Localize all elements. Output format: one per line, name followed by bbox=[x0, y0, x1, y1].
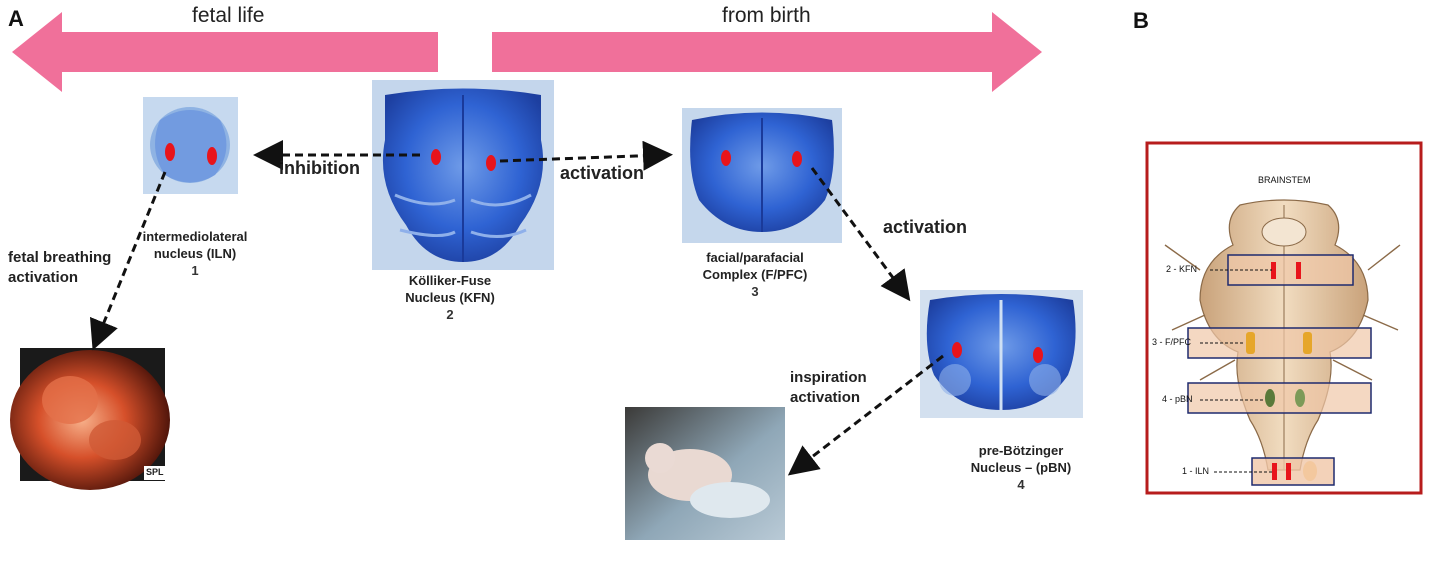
inspiration-label: inspiration activation bbox=[790, 368, 867, 408]
timeline-right-label: from birth bbox=[722, 4, 811, 27]
activation-label-2: activation bbox=[883, 217, 968, 237]
marker-kfn: 2 - KFN bbox=[1166, 264, 1198, 274]
iln-number: 1 bbox=[191, 263, 199, 278]
inspiration-arrow bbox=[787, 354, 944, 476]
fpfc-dot-left bbox=[721, 150, 731, 166]
kfn-number: 2 bbox=[446, 307, 454, 322]
pbn-caption: pre-Bötzinger Nucleus – (pBN) 4 bbox=[946, 442, 1096, 493]
marker-fpfc: 3 - F/PFC bbox=[1152, 337, 1192, 347]
fetus-image bbox=[10, 348, 170, 490]
iln-dot-right bbox=[207, 147, 217, 165]
band-pbn bbox=[1187, 382, 1372, 414]
fpfc-number: 3 bbox=[751, 284, 759, 299]
activation-label-1: activation bbox=[560, 163, 645, 183]
marker-pbn: 4 - pBN bbox=[1162, 394, 1193, 404]
band-fpfc bbox=[1187, 327, 1372, 359]
pbn-caption-line1: pre-Bötzinger bbox=[978, 443, 1064, 458]
fpfc-slice bbox=[682, 108, 842, 243]
fetal-breathing-label: fetal breathing activation bbox=[8, 248, 111, 288]
activation-arrow-fpfc-pbn bbox=[810, 167, 911, 302]
iln-caption-line2: nucleus (ILN) bbox=[153, 246, 237, 261]
inhibition-label: inhibition bbox=[279, 158, 360, 178]
pbn-caption-line2: Nucleus – (pBN) bbox=[970, 460, 1072, 475]
panel-label-b: B bbox=[1133, 8, 1149, 33]
pbn-slice bbox=[920, 290, 1083, 418]
fetal-breathing-line1: fetal breathing bbox=[8, 249, 112, 266]
kfn-slice bbox=[372, 80, 554, 270]
newborn-image bbox=[625, 407, 785, 540]
inspiration-line1: inspiration bbox=[790, 369, 867, 386]
kfn-caption: Kölliker-Fuse Nucleus (KFN) 2 bbox=[375, 272, 525, 323]
iln-caption-line1: intermediolateral bbox=[142, 229, 248, 244]
pbn-dot-left bbox=[952, 342, 962, 358]
kfn-caption-line2: Nucleus (KFN) bbox=[405, 290, 495, 305]
iln-dot-left bbox=[165, 143, 175, 161]
iln-caption: intermediolateral nucleus (ILN) 1 bbox=[120, 228, 270, 279]
fetal-breathing-line2: activation bbox=[8, 269, 79, 286]
fpfc-dot-right bbox=[792, 151, 802, 167]
fetus-badge: SPL bbox=[146, 467, 164, 477]
panel-label-a: A bbox=[8, 6, 24, 31]
kfn-caption-line1: Kölliker-Fuse bbox=[408, 273, 492, 288]
marker-iln: 1 - ILN bbox=[1182, 466, 1210, 476]
iln-slice bbox=[143, 97, 238, 194]
timeline-arrow-left bbox=[12, 12, 438, 92]
activation-arrow-kfn-fpfc bbox=[499, 140, 673, 171]
timeline-arrow-right bbox=[492, 12, 1042, 92]
fpfc-caption: facial/parafacial Complex (F/PFC) 3 bbox=[680, 249, 830, 300]
brainstem-title: BRAINSTEM bbox=[1258, 175, 1311, 185]
fpfc-caption-line1: facial/parafacial bbox=[706, 250, 804, 265]
timeline-left-label: fetal life bbox=[192, 4, 265, 27]
pbn-dot-right bbox=[1033, 347, 1043, 363]
inspiration-line2: activation bbox=[790, 389, 861, 406]
fpfc-caption-line2: Complex (F/PFC) bbox=[702, 267, 808, 282]
pbn-number: 4 bbox=[1017, 477, 1025, 492]
fetal-breathing-arrow bbox=[89, 171, 167, 351]
kfn-dot-right bbox=[486, 155, 496, 171]
kfn-dot-left bbox=[431, 149, 441, 165]
